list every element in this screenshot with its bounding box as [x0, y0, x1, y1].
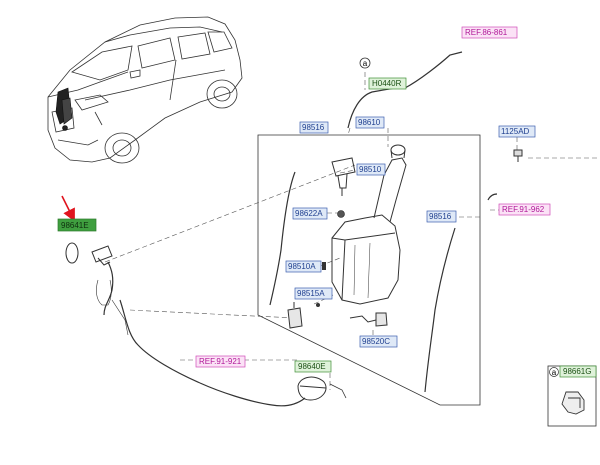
label-98641e[interactable]: 98641E — [57, 218, 97, 232]
label-ref-91-962[interactable]: REF.91-962 — [498, 203, 551, 216]
label-ref-91-921[interactable]: REF.91-921 — [195, 355, 246, 368]
svg-text:98510A: 98510A — [288, 262, 316, 271]
label-98520c[interactable]: 98520C — [359, 335, 398, 348]
label-1125ad[interactable]: 1125AD — [498, 125, 536, 138]
level-sensor-98515a — [287, 302, 303, 329]
svg-text:a: a — [363, 59, 368, 68]
circle-a-marker: a — [359, 57, 371, 69]
svg-text:98516: 98516 — [429, 212, 452, 221]
svg-text:98520C: 98520C — [362, 337, 390, 346]
label-98510[interactable]: 98510 — [356, 163, 386, 176]
svg-text:98515A: 98515A — [297, 289, 325, 298]
assembly-box — [257, 134, 481, 406]
svg-text:98610: 98610 — [358, 118, 381, 127]
svg-text:REF.91-962: REF.91-962 — [502, 205, 545, 214]
label-98622a[interactable]: 98622A — [292, 207, 328, 220]
grommet-98622a — [337, 210, 345, 218]
svg-text:98641E: 98641E — [61, 221, 89, 230]
svg-text:98622A: 98622A — [295, 209, 323, 218]
svg-text:REF.91-921: REF.91-921 — [199, 357, 242, 366]
red-arrow — [61, 195, 75, 222]
clip-98661g — [561, 391, 585, 415]
label-h0440r[interactable]: H0440R — [368, 77, 407, 90]
cap-98640e — [297, 376, 347, 401]
svg-text:98640E: 98640E — [298, 362, 326, 371]
svg-text:1125AD: 1125AD — [501, 127, 530, 136]
svg-text:a: a — [552, 368, 557, 377]
svg-text:98510: 98510 — [359, 165, 382, 174]
washer-pump-98510 — [331, 157, 356, 196]
washer-hoses — [103, 51, 498, 407]
label-98516-right[interactable]: 98516 — [426, 210, 457, 223]
connector-98520c — [349, 312, 388, 327]
label-98661g[interactable]: a 98661G — [549, 365, 597, 378]
label-98510a[interactable]: 98510A — [285, 260, 322, 273]
label-98640e[interactable]: 98640E — [294, 360, 332, 373]
svg-text:98661G: 98661G — [563, 367, 591, 376]
label-98515a[interactable]: 98515A — [294, 287, 333, 300]
label-98610[interactable]: 98610 — [355, 116, 385, 129]
label-98516-top[interactable]: 98516 — [299, 121, 329, 134]
nozzle-assembly — [91, 245, 113, 266]
leader-lines — [104, 72, 600, 390]
svg-text:98516: 98516 — [302, 123, 325, 132]
bolt-1125ad — [513, 149, 523, 162]
vehicle-illustration — [47, 16, 243, 164]
label-ref-86-861[interactable]: REF.86-861 — [461, 26, 518, 39]
svg-text:H0440R: H0440R — [372, 79, 402, 88]
svg-text:REF.86-861: REF.86-861 — [465, 28, 508, 37]
vehicle-washer-highlight — [55, 87, 73, 131]
nozzle-ring-98641e — [65, 242, 79, 264]
